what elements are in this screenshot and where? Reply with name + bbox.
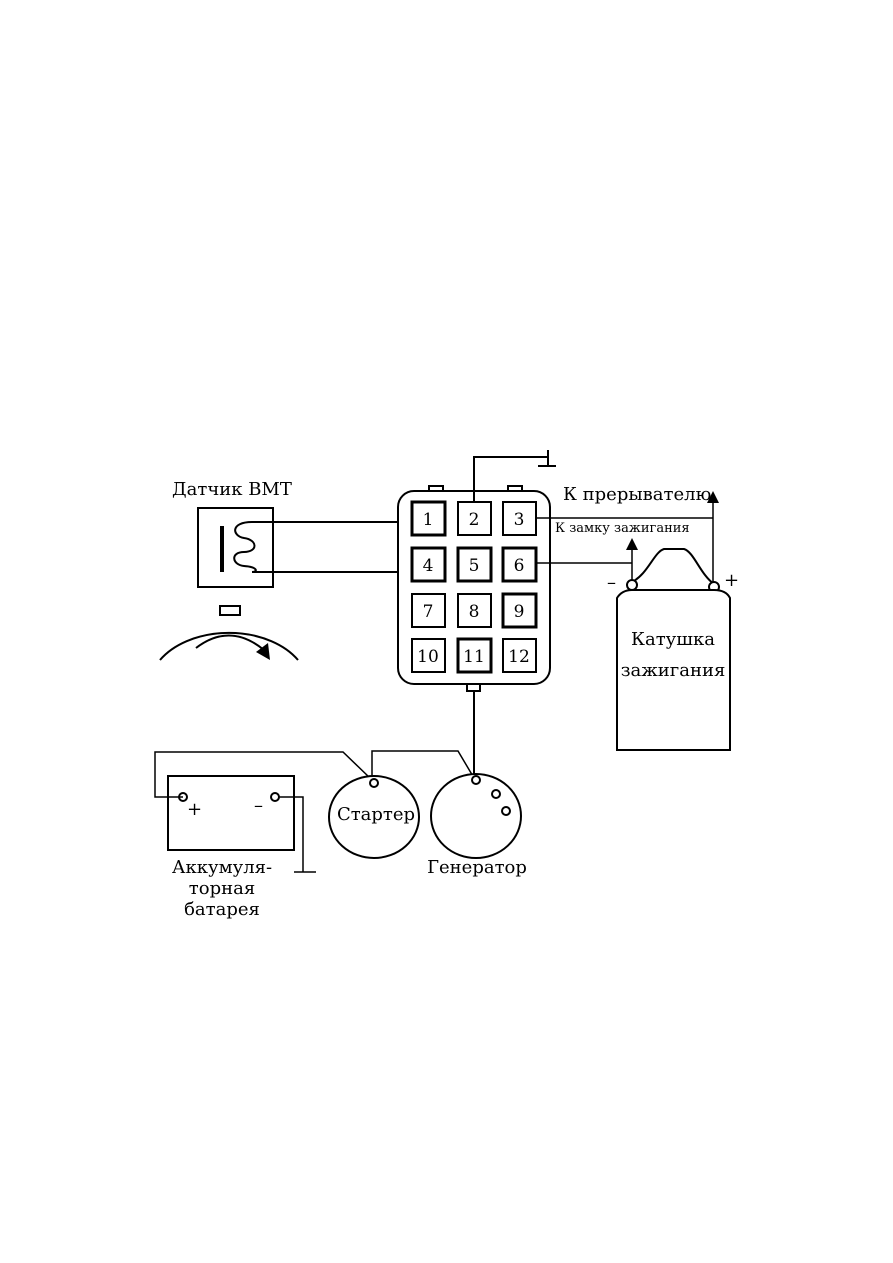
coil-plus-sign: +: [724, 570, 739, 591]
pin-10: [411, 638, 446, 673]
pin-12: [502, 638, 537, 673]
pin-2: [457, 501, 492, 536]
pin-1-label: 1: [423, 510, 434, 530]
pin-7: [411, 593, 446, 628]
coil-label-line1: Катушка: [631, 629, 715, 650]
pin-4-label: 4: [423, 556, 434, 576]
battery-minus-terminal: [270, 792, 280, 802]
starter-terminal: [369, 778, 379, 788]
connector-block: 1 2 3 4 5 6 7 8 9 10 11 12: [397, 485, 551, 692]
coil-minus-terminal: [626, 579, 638, 591]
to-ignition-switch-label: К замку зажигания: [555, 521, 690, 536]
pin-11: [456, 637, 493, 674]
pin-6: [501, 546, 538, 583]
wire-pin2-ground: [473, 456, 548, 502]
coil-cap: [631, 548, 715, 585]
pin-12-label: 12: [508, 647, 530, 667]
generator-terminal-2: [491, 789, 501, 799]
pin-9-label: 9: [514, 602, 525, 622]
to-breaker-label: К прерывателю: [563, 484, 711, 505]
generator: Генератор: [427, 773, 527, 878]
pin-11-label: 11: [463, 647, 485, 667]
pin-2-label: 2: [469, 510, 480, 530]
starter-label: Стартер: [337, 804, 415, 825]
rotation-arrowhead-icon: [256, 643, 270, 660]
tdc-sensor: Датчик ВМТ: [172, 479, 292, 588]
tdc-sensor-label: Датчик ВМТ: [172, 479, 292, 500]
battery: + – Аккумуля- торная батарея: [167, 775, 295, 920]
pin-9: [501, 592, 538, 629]
pin-5-label: 5: [469, 556, 480, 576]
wire-battery-ground: [279, 796, 304, 872]
pin-5: [456, 546, 493, 583]
coil-body: [616, 589, 731, 751]
rotation-arrow-icon: [195, 634, 265, 651]
battery-body: [167, 775, 295, 851]
generator-body: [430, 773, 522, 859]
tdc-sensor-body: [197, 507, 274, 588]
pin-3: [502, 501, 537, 536]
coil-label-line2: зажигания: [621, 660, 726, 681]
ignition-arrow-icon: [626, 538, 638, 550]
battery-label-line2: торная: [189, 878, 255, 899]
flywheel-mark: [219, 605, 241, 616]
coil-minus-sign: –: [607, 572, 616, 593]
pin-6-label: 6: [514, 556, 525, 576]
pin-1: [410, 500, 447, 537]
wire-battery-starter: [154, 751, 371, 798]
battery-minus-sign: –: [254, 795, 263, 816]
breaker-arrow-icon: [707, 491, 719, 503]
pin-8-label: 8: [469, 602, 480, 622]
pin-7-label: 7: [423, 602, 434, 622]
generator-terminal-3: [501, 806, 511, 816]
battery-plus-sign: +: [187, 799, 202, 820]
pin-8: [457, 593, 492, 628]
pin-4: [410, 546, 447, 583]
sensor-coil-icon: [233, 521, 257, 573]
generator-terminal-1: [471, 775, 481, 785]
flywheel: [159, 605, 299, 661]
flywheel-arc: [159, 631, 299, 661]
generator-label: Генератор: [427, 857, 527, 878]
starter: Стартер: [328, 775, 420, 859]
starter-body: [328, 775, 420, 859]
pin-3-label: 3: [514, 510, 525, 530]
wire-starter-generator: [371, 750, 475, 779]
battery-label-line1: Аккумуля-: [172, 857, 272, 878]
battery-label-line3: батарея: [184, 899, 260, 920]
ignition-coil: – + Катушка зажигания: [607, 548, 739, 751]
pin-10-label: 10: [417, 647, 439, 667]
connector-bottom-tab: [466, 683, 481, 692]
